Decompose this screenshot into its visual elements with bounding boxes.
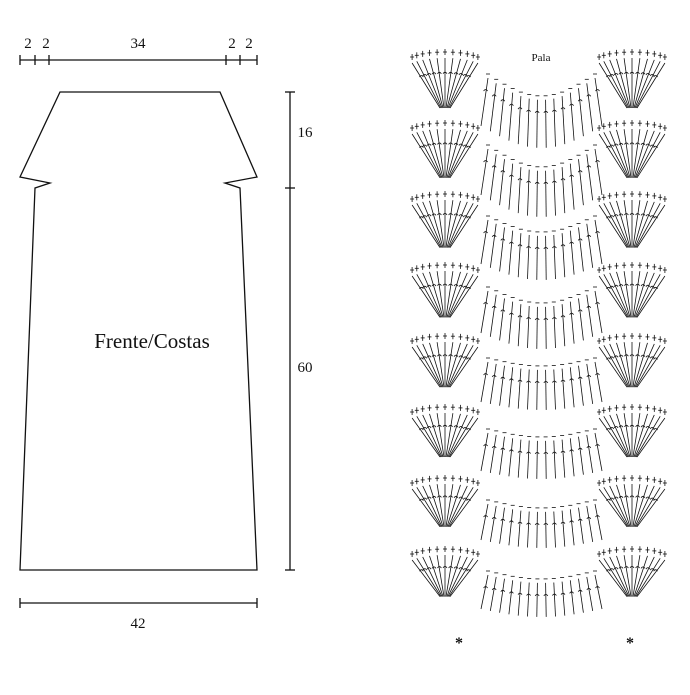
yoke-height-label: 16 — [298, 125, 314, 141]
stitch-row — [410, 191, 667, 280]
top-dim-label: 2 — [245, 36, 253, 52]
stitch-row — [410, 49, 667, 148]
top-dim-label: 34 — [131, 36, 147, 52]
repeat-mark-left: * — [455, 635, 463, 652]
stitch-row — [410, 546, 667, 617]
garment-outline — [19, 91, 258, 571]
body-height-label: 60 — [298, 360, 313, 376]
stitch-row — [410, 404, 667, 479]
top-dim-label: 2 — [24, 36, 32, 52]
stitch-row — [410, 333, 667, 410]
stitch-row — [410, 475, 667, 548]
piece-label: Frente/Costas — [94, 329, 210, 353]
garment-schematic — [19, 55, 295, 608]
stitch-row — [410, 262, 667, 349]
top-dim-label: 2 — [42, 36, 50, 52]
chart-title: Pala — [532, 52, 551, 64]
bottom-width-label: 42 — [131, 616, 146, 632]
top-dim-label: 2 — [228, 36, 236, 52]
repeat-mark-right: * — [626, 635, 634, 652]
stitch-row — [410, 120, 667, 217]
stitch-chart — [410, 49, 667, 617]
